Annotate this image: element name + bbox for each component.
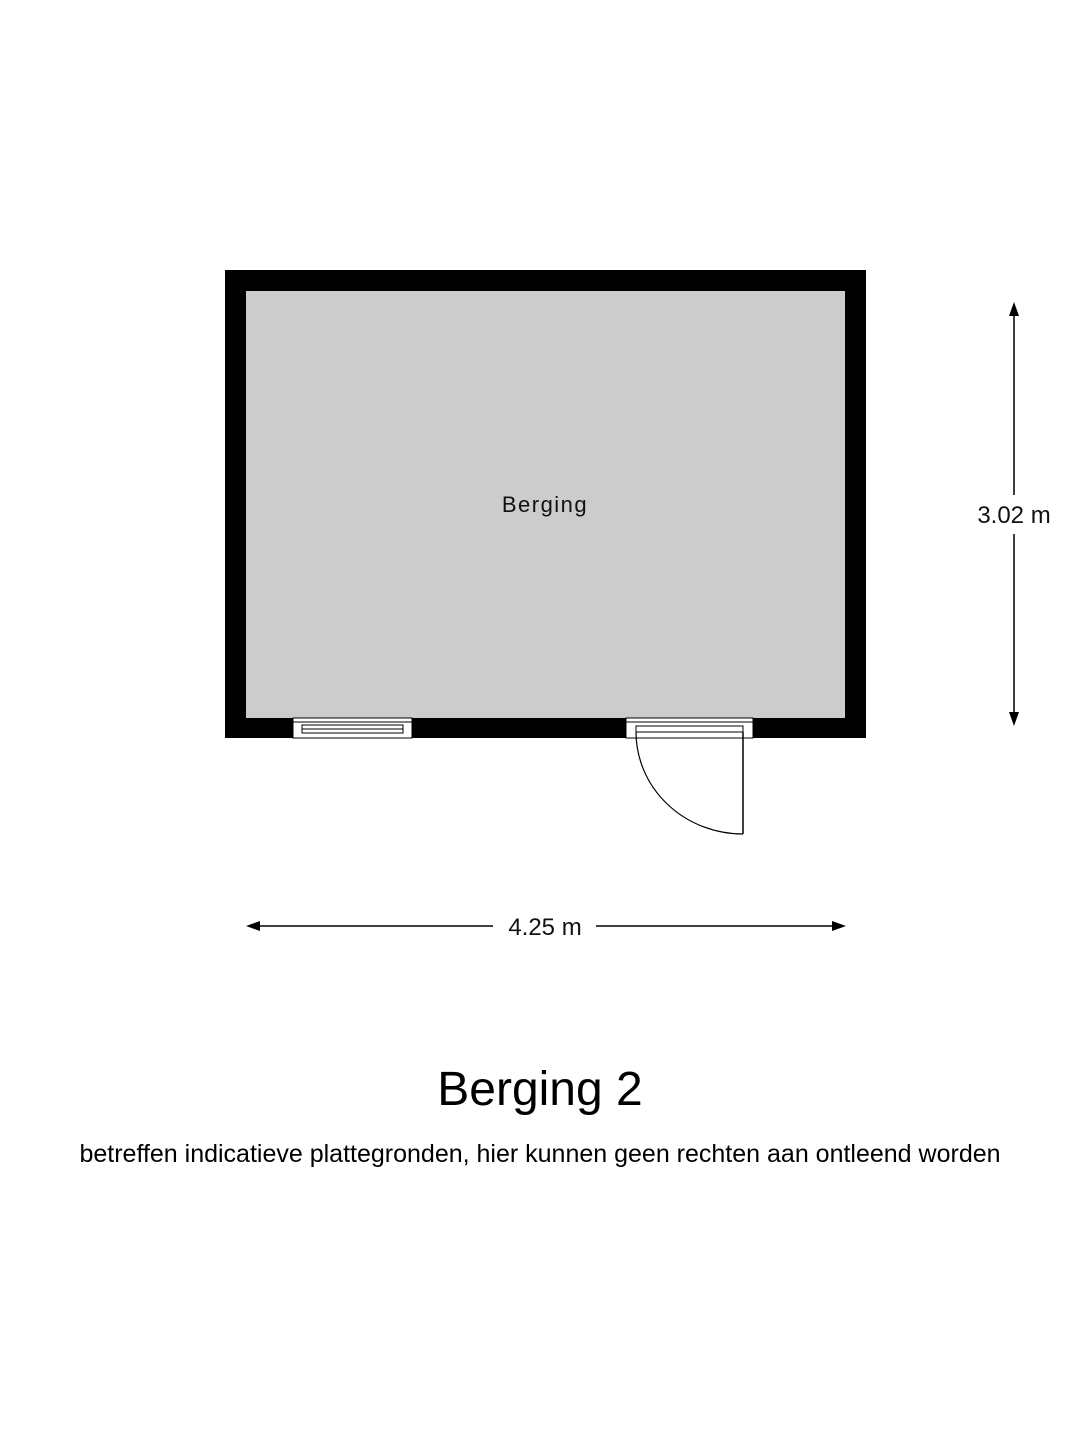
- arrow-up-icon: [1009, 302, 1019, 316]
- width-label: 4.25 m: [508, 914, 581, 941]
- arrow-right-icon: [832, 921, 846, 931]
- arrow-left-icon: [246, 921, 260, 931]
- room-floor: [246, 291, 845, 718]
- page-title: Berging 2: [437, 1063, 643, 1116]
- room-label: Berging: [502, 492, 588, 517]
- wall-bottom-middle: [412, 718, 626, 738]
- disclaimer-text: betreffen indicatieve plattegronden, hie…: [79, 1140, 1001, 1168]
- wall-bottom-right: [753, 718, 866, 738]
- width-dimension: 4.25 m: [246, 914, 846, 941]
- height-label: 3.02 m: [977, 502, 1050, 529]
- height-dimension: 3.02 m: [977, 302, 1051, 726]
- arrow-down-icon: [1009, 712, 1019, 726]
- wall-left: [225, 270, 246, 738]
- door-swing-arc: [635, 731, 744, 835]
- window: [292, 717, 413, 739]
- wall-top: [225, 270, 866, 291]
- door: [625, 717, 754, 835]
- wall-bottom-left: [225, 718, 293, 738]
- wall-right: [845, 270, 866, 738]
